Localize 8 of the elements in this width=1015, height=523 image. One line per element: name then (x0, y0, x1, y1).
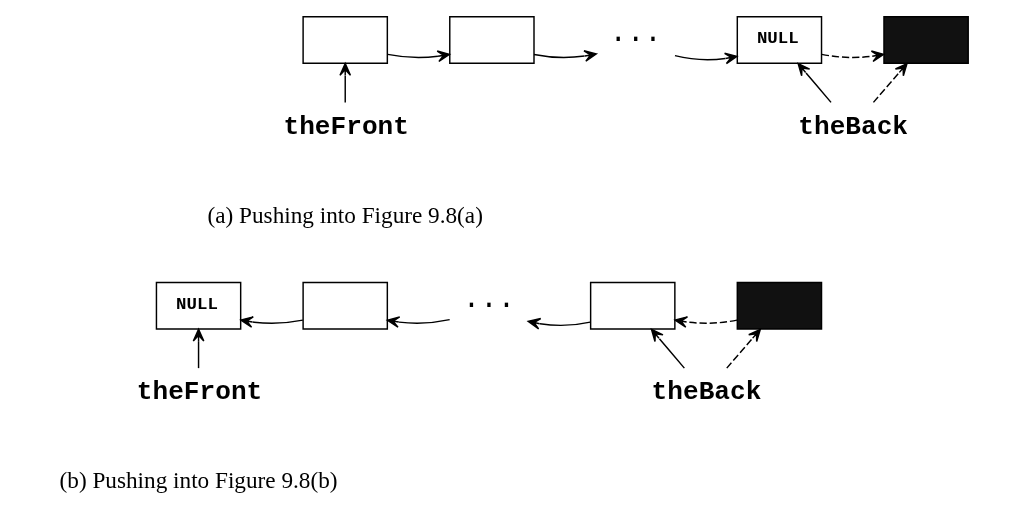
node-text: ··· (462, 289, 516, 323)
node-text: theBack (651, 377, 762, 408)
label: (b) Pushing into Figure 9.8(b) (59, 467, 338, 494)
node-text: ··· (609, 23, 662, 57)
node-text: theFront (283, 111, 409, 142)
node-text: theFront (136, 377, 263, 408)
node-text: theBack (798, 111, 909, 142)
label: (a) Pushing into Figure 9.8(a) (207, 201, 483, 228)
